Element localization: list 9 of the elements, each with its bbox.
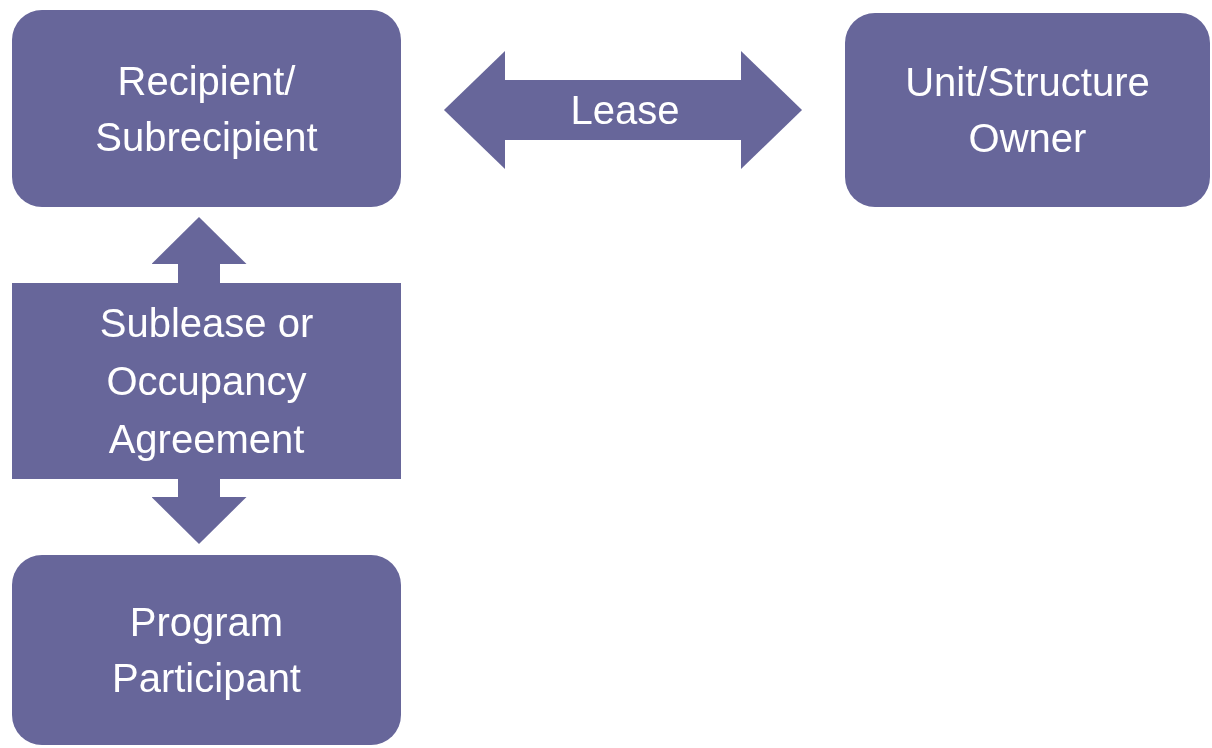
node-label: Program Participant xyxy=(111,599,302,702)
node-label: Recipient/ Subrecipient xyxy=(94,57,319,161)
rounded-box xyxy=(12,555,401,745)
rounded-box xyxy=(845,13,1210,207)
rounded-box xyxy=(12,10,401,207)
edge-label: Sublease or Occupancy Agreement xyxy=(98,300,315,463)
node-label: Unit/Structure Owner xyxy=(904,59,1151,162)
edge-label: Lease xyxy=(569,87,681,134)
double-arrow xyxy=(443,51,803,169)
